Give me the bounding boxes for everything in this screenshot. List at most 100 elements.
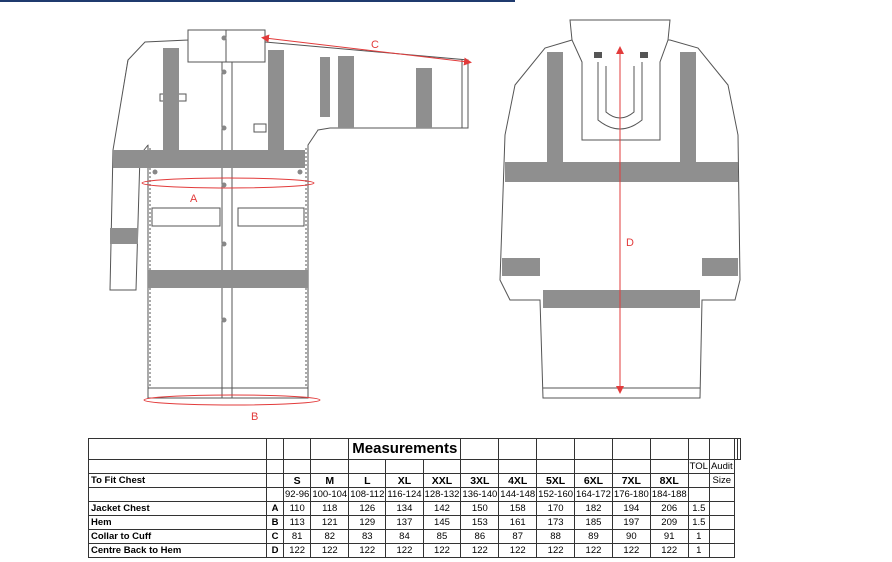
measurement-value: 206	[649, 501, 689, 516]
measurement-value: 122	[498, 543, 538, 558]
measurement-value: 82	[310, 529, 350, 544]
measurement-value: 113	[282, 515, 312, 530]
tol-header: TOL	[687, 459, 710, 474]
measurement-value: 126	[348, 501, 387, 516]
hood-toggles	[594, 52, 648, 58]
measurement-value: 158	[498, 501, 538, 516]
table-title: Measurements	[348, 438, 462, 460]
measurement-value: 84	[385, 529, 424, 544]
blank-cell	[266, 459, 284, 474]
measurement-value: 90	[611, 529, 651, 544]
chest-range: 92-96	[282, 487, 312, 502]
size-header: 8XL	[649, 473, 689, 488]
measurement-letter: A	[266, 501, 284, 516]
blank-cell	[736, 438, 741, 460]
measurement-value: 194	[611, 501, 651, 516]
measurement-value: 122	[536, 543, 576, 558]
size-header: 6XL	[574, 473, 613, 488]
measurement-name: Jacket Chest	[88, 501, 267, 516]
measurement-value: 185	[574, 515, 613, 530]
measurement-value: 197	[611, 515, 651, 530]
tolerance-value: 1.5	[687, 515, 710, 530]
blank-cell	[687, 487, 710, 502]
measurement-value: 118	[310, 501, 350, 516]
measurement-value: 122	[611, 543, 651, 558]
size-header: S	[282, 473, 312, 488]
measurement-name: Collar to Cuff	[88, 529, 267, 544]
measurement-letter: B	[266, 515, 284, 530]
measurement-value: 129	[348, 515, 387, 530]
measurement-value: 145	[422, 515, 462, 530]
blank-cell	[649, 459, 689, 474]
measurement-value: 173	[536, 515, 576, 530]
audit-cell	[708, 515, 735, 530]
measurement-value: 134	[385, 501, 424, 516]
blank-cell	[88, 438, 267, 460]
measurement-value: 150	[460, 501, 500, 516]
measure-label-c: C	[371, 39, 379, 51]
chest-range: 108-112	[348, 487, 387, 502]
blank-cell	[266, 487, 284, 502]
blank-cell	[310, 459, 350, 474]
chest-range: 176-180	[611, 487, 651, 502]
chest-range: 152-160	[536, 487, 576, 502]
blank-cell	[611, 459, 651, 474]
measurement-value: 153	[460, 515, 500, 530]
size-header: 5XL	[536, 473, 576, 488]
audit-size-header: Size	[708, 473, 735, 488]
blank-cell	[498, 438, 538, 460]
measure-label-d: D	[626, 237, 634, 249]
measurement-value: 121	[310, 515, 350, 530]
measurement-value: 91	[649, 529, 689, 544]
size-header: M	[310, 473, 350, 488]
chest-range: 128-132	[422, 487, 462, 502]
chest-range: 144-148	[498, 487, 538, 502]
measurement-value: 88	[536, 529, 576, 544]
measurement-value: 89	[574, 529, 613, 544]
front-reflective-bands	[110, 48, 432, 288]
audit-header: Audit	[708, 459, 735, 474]
jacket-diagram: A B C D	[109, 19, 741, 423]
blank-cell	[422, 459, 462, 474]
measurement-value: 122	[574, 543, 613, 558]
measurement-lines	[141, 34, 624, 406]
chest-range: 136-140	[460, 487, 500, 502]
measurement-value: 122	[348, 543, 387, 558]
measurement-letter: D	[266, 543, 284, 558]
measurement-name: Centre Back to Hem	[88, 543, 267, 558]
measurement-value: 209	[649, 515, 689, 530]
measurement-value: 85	[422, 529, 462, 544]
blank-cell	[282, 438, 312, 460]
measurement-value: 182	[574, 501, 613, 516]
measurement-name: Hem	[88, 515, 267, 530]
tolerance-value: 1	[687, 529, 710, 544]
audit-cell	[708, 501, 735, 516]
blank-cell	[687, 438, 710, 460]
size-header: 7XL	[611, 473, 651, 488]
chest-range: 184-188	[649, 487, 689, 502]
blank-cell	[282, 459, 312, 474]
measurement-value: 122	[385, 543, 424, 558]
tolerance-value: 1.5	[687, 501, 710, 516]
top-rule	[0, 0, 515, 2]
blank-cell	[88, 459, 267, 474]
measurement-value: 122	[649, 543, 689, 558]
measurement-value: 122	[460, 543, 500, 558]
chest-range: 100-104	[310, 487, 350, 502]
blank-cell	[536, 459, 576, 474]
size-header: 3XL	[460, 473, 500, 488]
measurement-value: 122	[282, 543, 312, 558]
blank-cell	[536, 438, 576, 460]
blank-cell	[310, 438, 350, 460]
fit-chest-label: To Fit Chest	[88, 473, 267, 488]
measure-label-b: B	[251, 411, 258, 423]
blank-cell	[266, 438, 284, 460]
blank-cell	[574, 438, 613, 460]
blank-cell	[574, 459, 613, 474]
